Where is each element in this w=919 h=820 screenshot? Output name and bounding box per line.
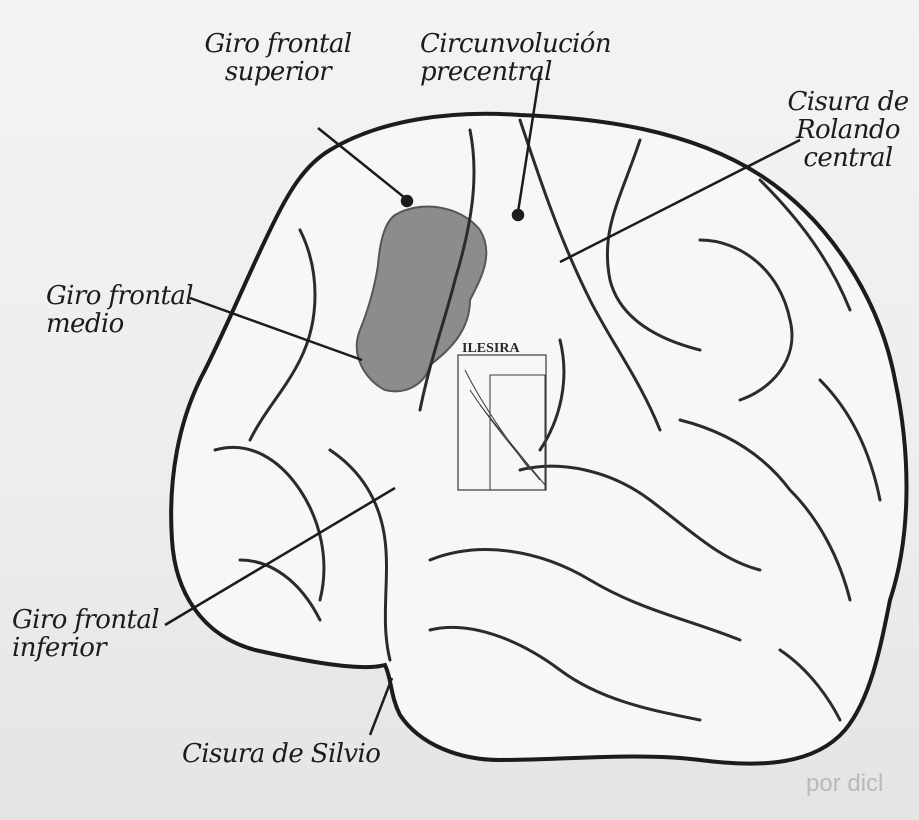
label-cisura-silvio: Cisura de Silvio xyxy=(182,740,382,768)
label-giro-frontal-inferior: Giro frontal inferior xyxy=(12,606,172,662)
label-giro-frontal-medio: Giro frontal medio xyxy=(46,282,216,338)
label-circunvolucion-precentral: Circunvolución precentral xyxy=(420,30,740,86)
label-cisura-rolando: Cisura de Rolando central xyxy=(778,88,918,172)
inset-title: ILESIRA xyxy=(462,341,520,356)
footer-text-right: por dicl xyxy=(806,770,883,798)
brain-outline xyxy=(171,114,906,764)
label-giro-frontal-superior: Giro frontal superior xyxy=(198,30,358,86)
